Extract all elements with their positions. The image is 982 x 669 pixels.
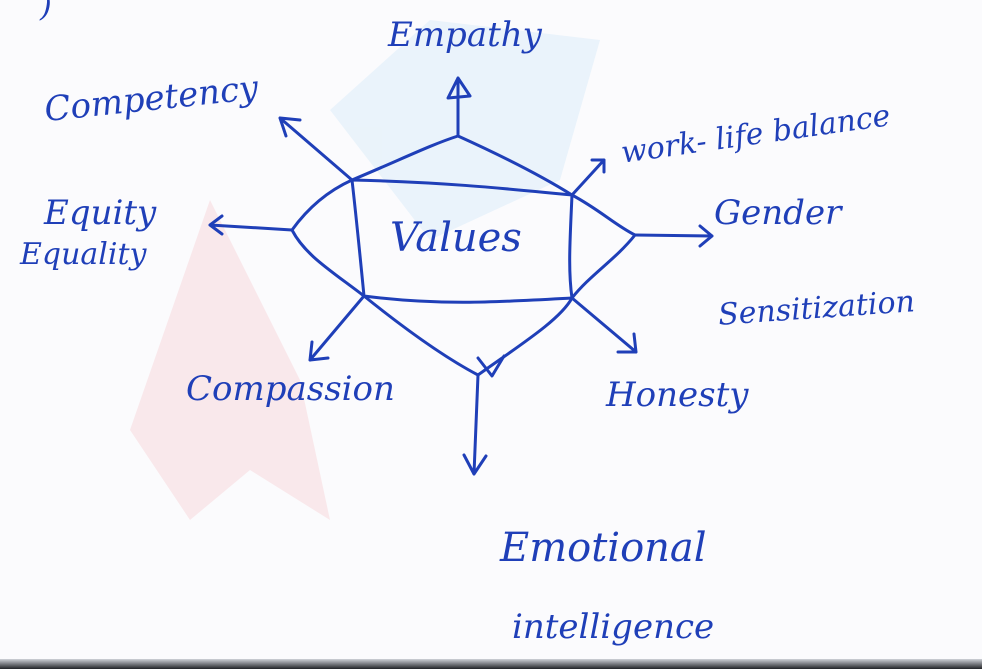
arrow-emotional-intelligence <box>462 373 488 476</box>
label-gender: Gender <box>714 193 842 233</box>
label-honesty: Honesty <box>606 375 749 415</box>
label-intelligence: intelligence <box>512 607 715 647</box>
watermark-red-arrow <box>130 200 330 520</box>
arrow-competency <box>278 116 354 182</box>
watermark-blue-shape <box>330 20 600 240</box>
arrow-compassion <box>308 294 366 362</box>
inner-bottom-tick <box>476 354 506 378</box>
arrow-work-life <box>570 158 606 197</box>
arrow-honesty <box>570 296 638 354</box>
arrow-gender <box>633 224 714 248</box>
label-empathy: Empathy <box>388 15 542 55</box>
label-emotional: Emotional <box>500 525 707 571</box>
label-equality: Equality <box>20 237 147 272</box>
label-compassion: Compassion <box>186 369 395 409</box>
arrow-empathy <box>446 76 472 138</box>
label-equity: Equity <box>44 193 157 233</box>
top-fragment: ) <box>40 0 52 24</box>
page-bottom-edge <box>0 659 982 669</box>
label-values-center: Values <box>390 215 522 261</box>
arrow-equity <box>208 214 294 236</box>
